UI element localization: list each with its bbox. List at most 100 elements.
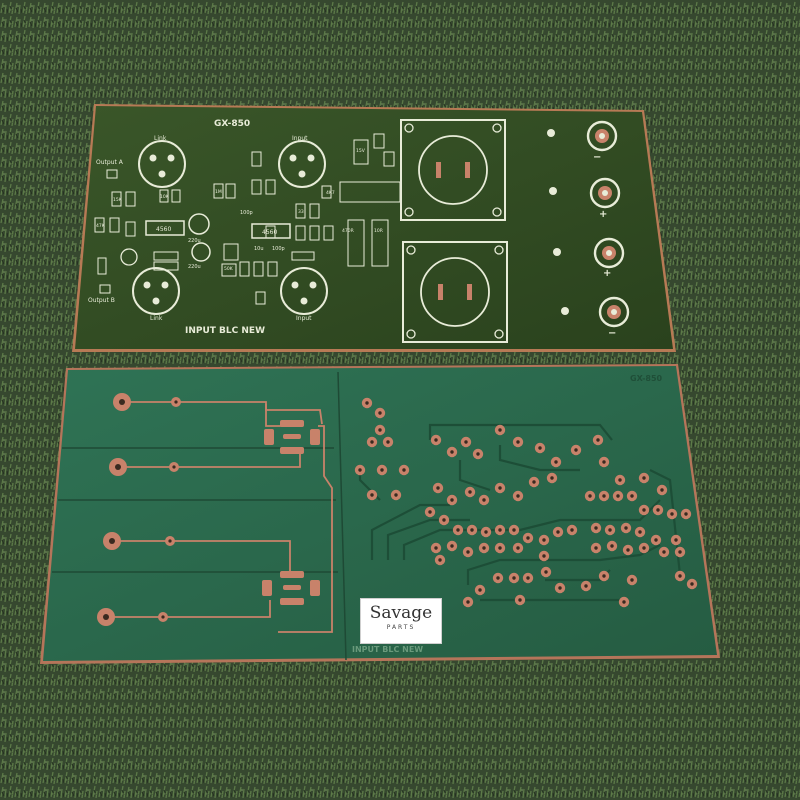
solder-pad-hole bbox=[656, 508, 660, 512]
solder-pad-hole bbox=[478, 588, 482, 592]
solder-pad-hole bbox=[624, 526, 628, 530]
solder-pad-hole bbox=[358, 468, 362, 472]
solder-pad-hole bbox=[596, 438, 600, 442]
solder-pad-hole bbox=[450, 450, 454, 454]
xlr-link-bottom-label: Link bbox=[150, 315, 163, 322]
solder-pad-hole bbox=[434, 438, 438, 442]
solder-pad-hole bbox=[450, 544, 454, 548]
solder-pad-hole bbox=[434, 546, 438, 550]
solder-pad-hole bbox=[476, 452, 480, 456]
solder-pad-hole bbox=[526, 536, 530, 540]
solder-pad-hole bbox=[518, 598, 522, 602]
solder-pad-hole bbox=[678, 574, 682, 578]
xlr-link-top-label: Link bbox=[154, 135, 167, 142]
solder-pad-hole bbox=[386, 440, 390, 444]
solder-pad-hole bbox=[558, 586, 562, 590]
solder-pad-hole bbox=[618, 478, 622, 482]
solder-pad-hole bbox=[544, 570, 548, 574]
solder-pad-hole bbox=[436, 486, 440, 490]
solder-pad-hole bbox=[642, 546, 646, 550]
cap-100p-2-label: 100p bbox=[272, 246, 285, 252]
speaker-terminals bbox=[547, 120, 630, 328]
solder-pad-hole bbox=[464, 440, 468, 444]
solder-pad-hole bbox=[365, 401, 369, 405]
solder-pad-hole bbox=[630, 578, 634, 582]
solder-pad-hole bbox=[642, 476, 646, 480]
cap-10u-label: 10u bbox=[254, 246, 264, 252]
solder-pad-hole bbox=[512, 576, 516, 580]
solder-pad-hole bbox=[674, 538, 678, 542]
socket-pads-upper bbox=[264, 420, 320, 454]
res-47k-label: 47K bbox=[96, 223, 106, 229]
solder-pad-hole bbox=[608, 528, 612, 532]
solder-pad-hole bbox=[684, 512, 688, 516]
solder-pad-hole bbox=[466, 550, 470, 554]
solder-pad-hole bbox=[484, 530, 488, 534]
solder-pad-hole bbox=[380, 468, 384, 472]
top-board-model-label: GX-850 bbox=[214, 119, 250, 129]
copper-pads-right bbox=[354, 397, 698, 608]
capacitor-220u-1 bbox=[188, 213, 210, 235]
solder-pad-hole bbox=[602, 574, 606, 578]
solder-pad-hole bbox=[370, 493, 374, 497]
watermark-main-text: Savage bbox=[369, 603, 433, 623]
power-socket-footprint-2 bbox=[402, 241, 508, 343]
solder-pad-hole bbox=[588, 494, 592, 498]
xlr-connector-input-top: Input bbox=[278, 135, 326, 188]
terminal-sign-2: + bbox=[599, 209, 607, 220]
solder-pad-hole bbox=[678, 550, 682, 554]
solder-pad-hole bbox=[630, 494, 634, 498]
solder-pad-hole bbox=[526, 576, 530, 580]
xlr-connector-link-top: Link bbox=[138, 135, 186, 188]
solder-pad-hole bbox=[538, 446, 542, 450]
solder-pad-hole bbox=[468, 490, 472, 494]
solder-pad-hole bbox=[638, 530, 642, 534]
terminal-sign-3: + bbox=[603, 268, 611, 279]
cap-220u-1-label: 220u bbox=[188, 238, 201, 244]
solder-pad-hole bbox=[584, 584, 588, 588]
solder-pad-hole bbox=[670, 512, 674, 516]
solder-pad-hole bbox=[450, 498, 454, 502]
solder-pad-hole bbox=[662, 550, 666, 554]
socket-pads-lower bbox=[262, 571, 320, 605]
solder-pad-hole bbox=[456, 528, 460, 532]
solder-pad-hole bbox=[542, 538, 546, 542]
solder-pad-hole bbox=[542, 554, 546, 558]
solder-pad-hole bbox=[556, 530, 560, 534]
solder-pad-hole bbox=[516, 494, 520, 498]
res-15k-label: 15K bbox=[113, 197, 123, 203]
top-pcb-board: GX-850 INPUT BLC NEW Link Input Link Inp… bbox=[72, 104, 676, 352]
solder-pad-hole bbox=[498, 428, 502, 432]
top-board-name-label: INPUT BLC NEW bbox=[185, 326, 265, 336]
solder-pad-hole bbox=[690, 582, 694, 586]
solder-pad-hole bbox=[482, 546, 486, 550]
solder-pad-hole bbox=[394, 493, 398, 497]
ic-4560-bottom-label: 4560 bbox=[262, 229, 277, 236]
solder-pad-hole bbox=[602, 460, 606, 464]
cap-100p-1-label: 100p bbox=[240, 210, 253, 216]
res-10k-label: 10K bbox=[160, 194, 170, 200]
solder-pad-hole bbox=[622, 600, 626, 604]
bottom-board-soldermask bbox=[43, 366, 717, 661]
solder-pad-hole bbox=[594, 546, 598, 550]
solder-pad-hole bbox=[516, 546, 520, 550]
solder-pad-hole bbox=[470, 528, 474, 532]
res-4k7-label: 4K7 bbox=[326, 190, 335, 196]
solder-pad-hole bbox=[378, 428, 382, 432]
bottom-board-model-label: GX-850 bbox=[630, 374, 663, 383]
solder-pad-hole bbox=[642, 508, 646, 512]
solder-pad-hole bbox=[574, 448, 578, 452]
res-470r-label: 470R bbox=[342, 228, 354, 234]
solder-pad-hole bbox=[466, 600, 470, 604]
res-1m-label: 1M bbox=[215, 189, 222, 195]
solder-pad-hole bbox=[512, 528, 516, 532]
solder-pad-hole bbox=[498, 546, 502, 550]
xlr-connector-input-bottom: Input bbox=[280, 267, 328, 322]
solder-pad-hole bbox=[498, 528, 502, 532]
solder-pad-hole bbox=[402, 468, 406, 472]
capacitor-220u-2 bbox=[191, 242, 211, 262]
solder-pad-hole bbox=[516, 440, 520, 444]
solder-pad-hole bbox=[496, 576, 500, 580]
solder-pad-hole bbox=[442, 518, 446, 522]
